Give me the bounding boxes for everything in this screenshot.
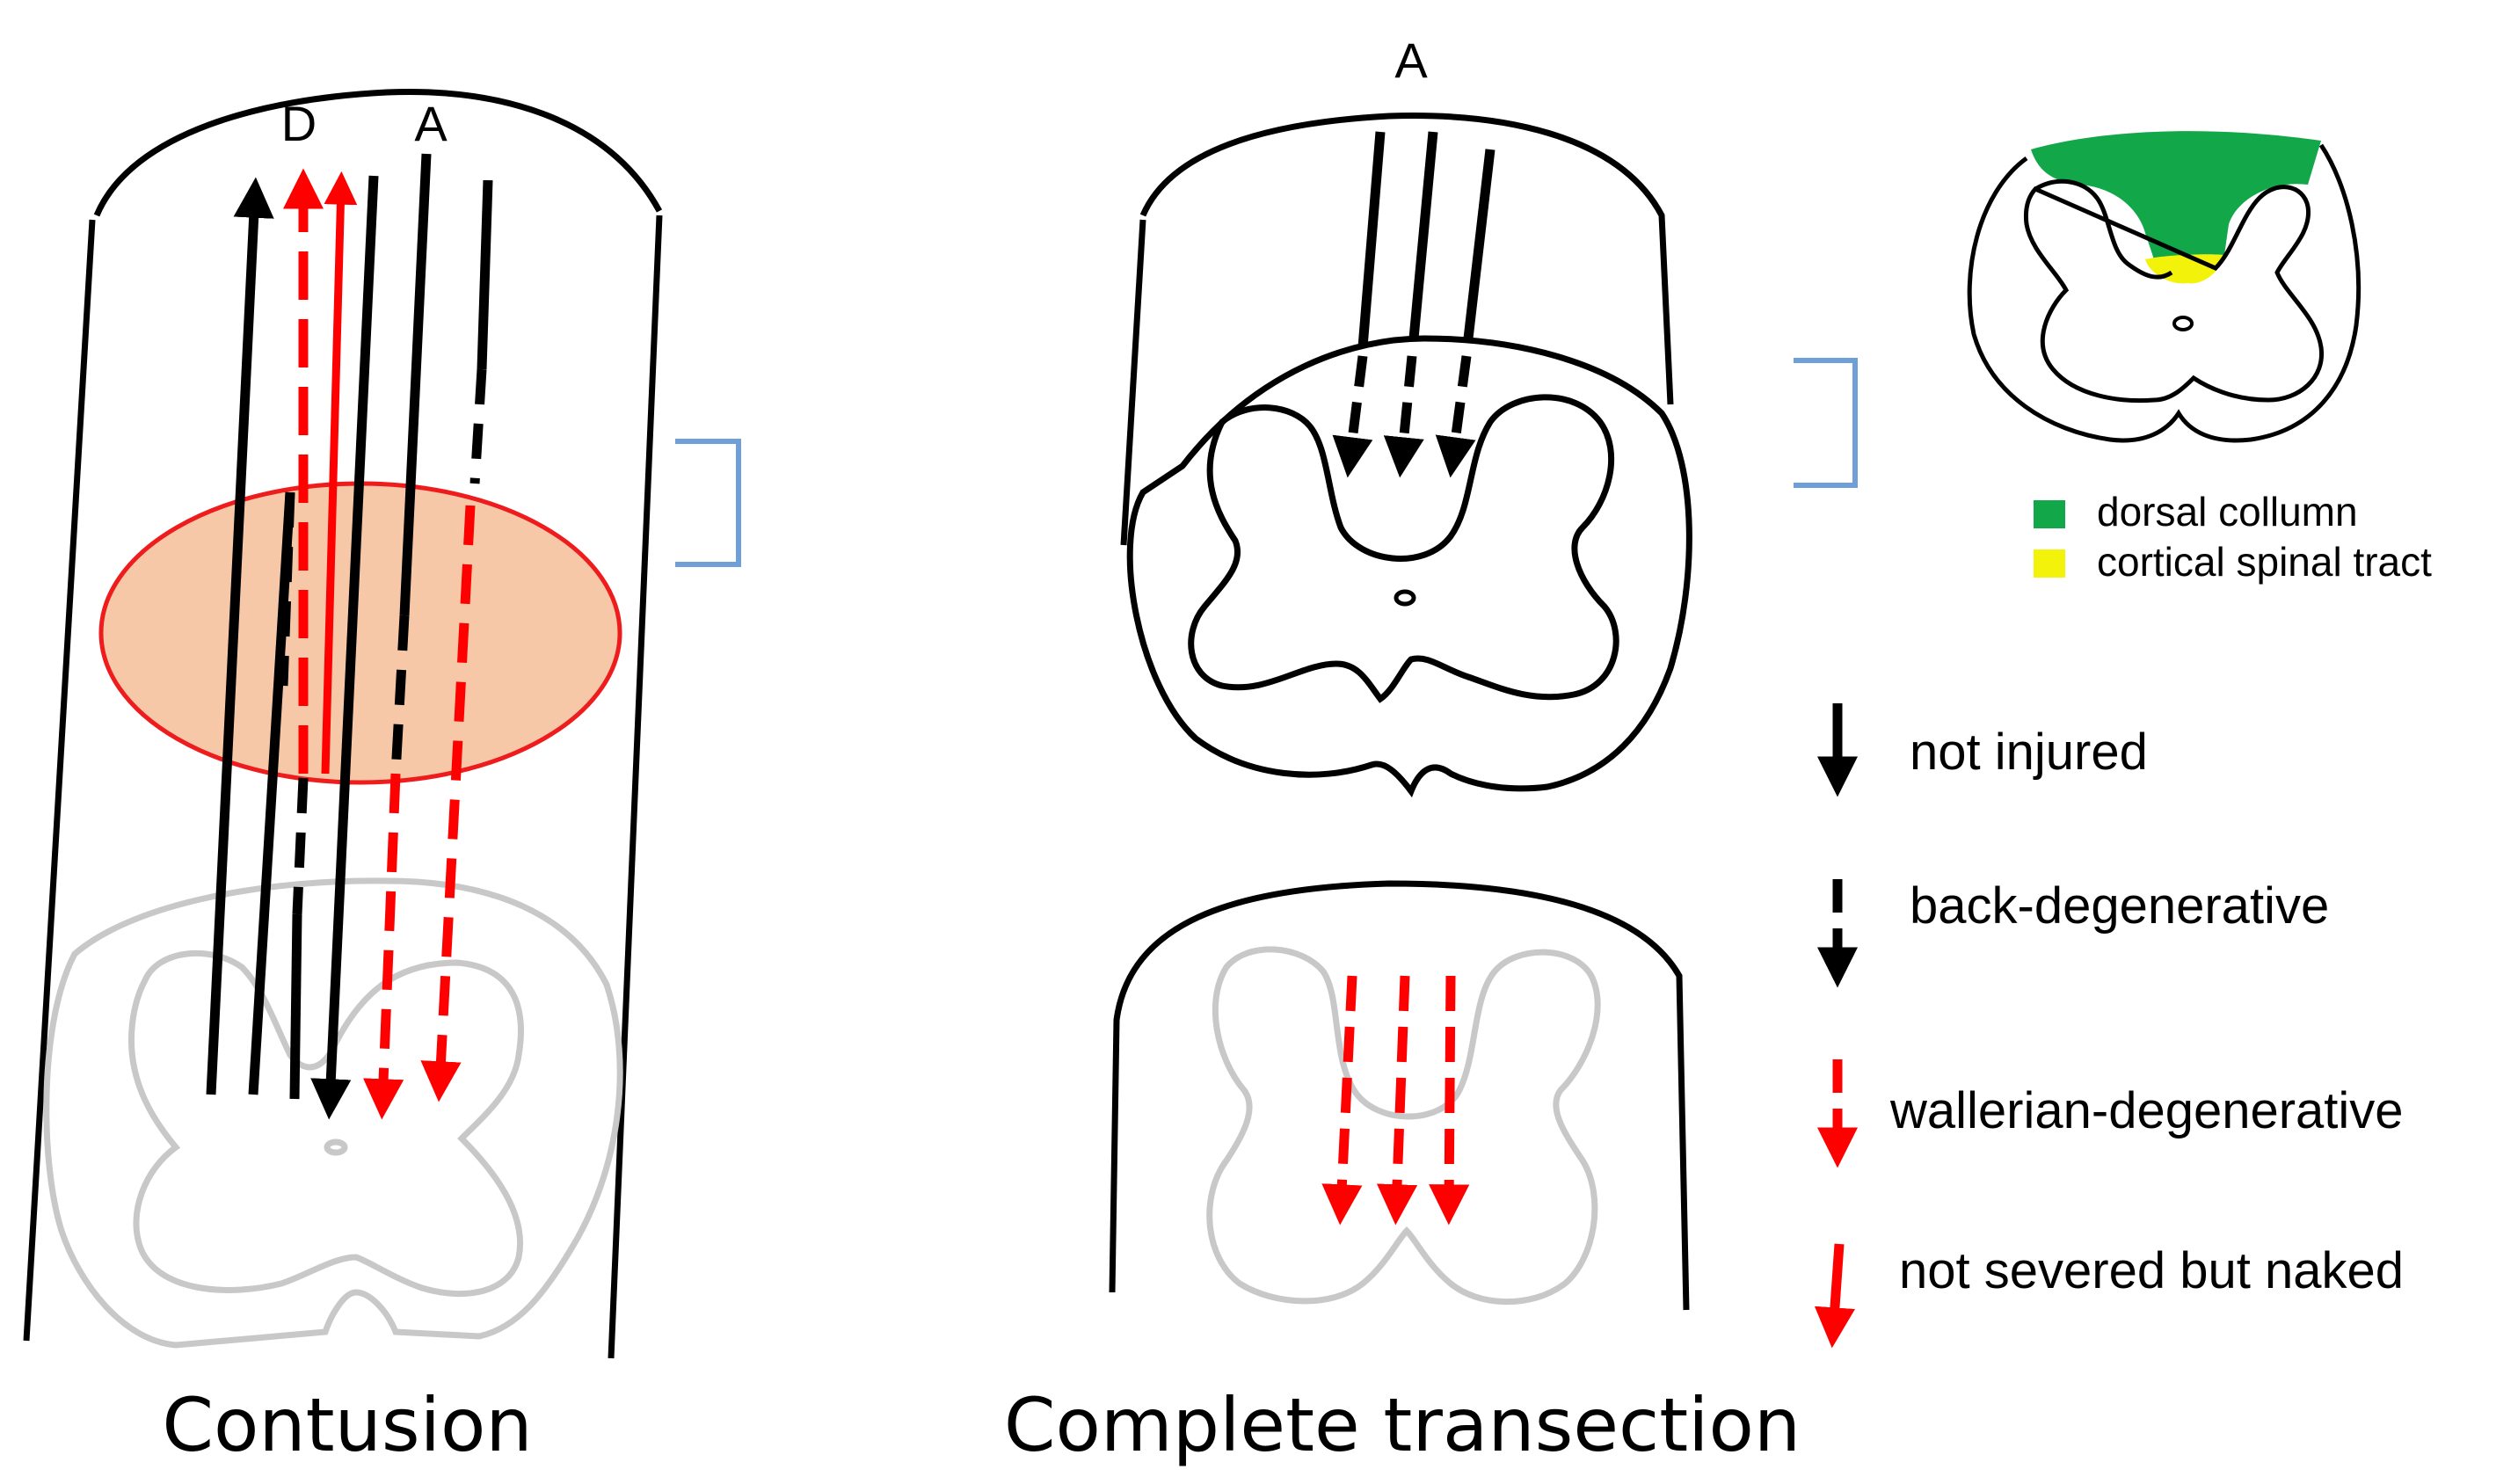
contusion-axon-not-injured-down — [310, 175, 379, 1120]
transection-upper-white-matter — [1126, 335, 1692, 798]
transection-lower-axons — [1321, 975, 1470, 1226]
contusion-central-canal — [324, 1138, 348, 1156]
contusion-cord-outline — [93, 89, 663, 217]
inset-central-canal — [2172, 316, 2194, 331]
contusion-axon-black-2-dashed — [278, 491, 295, 687]
transection-lower-cross-section — [1206, 946, 1601, 1306]
transection-bracket-icon — [1794, 358, 1858, 488]
transection-axon-3 — [1463, 149, 1496, 339]
transection-axon-2-dashed — [1383, 355, 1424, 478]
arrow-legend: not injured back-degenerative wallerian-… — [1814, 703, 2404, 1349]
inset-legend-label-cst: cortical spinal tract — [2097, 539, 2432, 585]
transection-axon-3-dashed — [1435, 355, 1476, 478]
transection-upper-axons — [1332, 131, 1496, 478]
legend-arrow-naked — [1814, 1243, 1855, 1349]
transection-upper-left-edge — [1120, 219, 1146, 546]
contusion-cord-right-edge — [608, 215, 663, 1359]
inset-legend-swatch-cst — [2034, 549, 2065, 578]
contusion-cross-section — [43, 877, 623, 1349]
transection-lower-grey-matter — [1206, 946, 1601, 1306]
contusion-axon-not-injured-up — [206, 177, 274, 1095]
transection-wallerian-2 — [1376, 975, 1418, 1226]
contusion-axon-black-a-dashed — [390, 615, 410, 775]
transection-axon-1-dashed — [1332, 355, 1373, 478]
contusion-axons — [206, 153, 493, 1120]
contusion-cord-left-edge — [23, 219, 96, 1342]
inset-white-matter-outline — [1967, 143, 2362, 443]
contusion-axon-black-3 — [289, 913, 302, 1100]
transection-axon-1 — [1357, 131, 1386, 348]
inset-legend: dorsal collumn cortical spinal tract — [2034, 489, 2432, 585]
transection-central-canal — [1394, 589, 1416, 607]
contusion-panel: D A Contusion — [23, 89, 741, 1468]
inset-legend-label-dorsal: dorsal collumn — [2097, 489, 2358, 535]
contusion-bracket-icon — [675, 439, 741, 567]
legend-label-naked: not severed but naked — [1899, 1242, 2404, 1299]
legend-label-wallerian: wallerian-degenerative — [1889, 1082, 2404, 1139]
contusion-axon-black-right-dashed — [469, 368, 487, 484]
transection-upper-cord-outline — [1139, 113, 1674, 405]
contusion-axon-naked-up — [321, 171, 358, 775]
transection-upper-grey-matter — [1188, 394, 1619, 703]
contusion-axon-black-right — [477, 179, 493, 370]
transection-axon-2 — [1408, 131, 1438, 339]
transection-title: Complete transection — [1004, 1382, 1801, 1468]
contusion-label-d: D — [281, 96, 317, 151]
legend-label-back-degenerative: back-degenerative — [1910, 877, 2329, 935]
contusion-axon-wallerian-down-1 — [363, 773, 404, 1120]
contusion-axon-black-2 — [248, 491, 295, 1095]
transection-label-a: A — [1394, 33, 1428, 88]
contusion-axon-black-a — [399, 153, 432, 616]
contusion-axon-black-3-dashed — [292, 777, 309, 915]
transection-wallerian-1 — [1321, 975, 1363, 1226]
contusion-axon-wallerian-down-2 — [420, 505, 476, 1102]
inset-cross-section — [1967, 131, 2362, 443]
contusion-title: Contusion — [162, 1382, 532, 1468]
contusion-grey-matter-outline — [127, 949, 524, 1298]
transection-panel: A Complete transection — [1004, 33, 1858, 1468]
inset-legend-swatch-dorsal — [2034, 500, 2065, 528]
inset-grey-matter-outline — [2023, 178, 2325, 404]
contusion-label-a: A — [414, 96, 448, 151]
transection-wallerian-3 — [1429, 975, 1470, 1226]
legend-label-not-injured: not injured — [1910, 724, 2148, 781]
contusion-white-matter-outline — [43, 877, 623, 1349]
inset-green-dorsal-column — [2031, 131, 2321, 263]
transection-lower-cord-outline — [1109, 880, 1690, 1311]
